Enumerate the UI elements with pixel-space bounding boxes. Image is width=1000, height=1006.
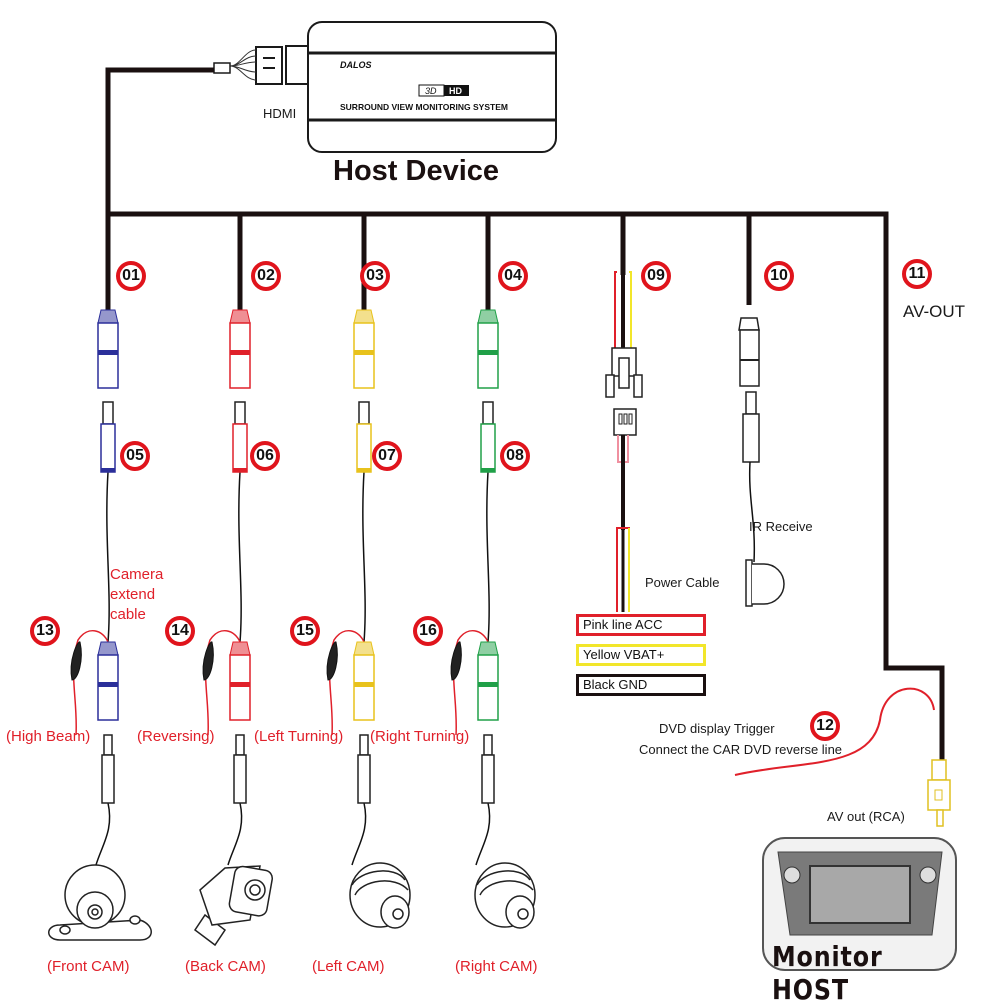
legend-gnd: Black GND (576, 674, 706, 696)
fuse-holder (202, 641, 214, 681)
plug-02 (229, 309, 251, 389)
badge-06: 06 (250, 441, 280, 471)
badge-03: 03 (360, 261, 390, 291)
back-cam-label: (Back CAM) (185, 958, 266, 975)
host-device (213, 21, 557, 153)
legend-acc: Pink line ACC (576, 614, 706, 636)
fuse-holder (326, 641, 338, 681)
dvd-reverse-line-label: Connect the CAR DVD reverse line (639, 742, 843, 757)
high-beam-label: (High Beam) (6, 728, 91, 745)
hdmi-label: HDMI (263, 106, 297, 121)
trigger-wire (72, 630, 109, 736)
host-3d-badge: 3D (425, 86, 437, 96)
socket-05 (100, 401, 116, 473)
trigger-wire (452, 630, 489, 736)
camera-cable (351, 802, 367, 866)
ir-receive-label: IR Receive (749, 519, 813, 534)
legend-vbat: Yellow VBAT+ (576, 644, 706, 666)
power-connector (605, 271, 643, 612)
camera-cable (227, 802, 243, 866)
extend-label-line: cable (110, 606, 146, 623)
badge-13: 13 (30, 616, 60, 646)
ir-receiver (738, 317, 785, 607)
trigger-plug-15 (353, 641, 375, 721)
front-cam (48, 864, 152, 941)
badge-15: 15 (290, 616, 320, 646)
back-cam (193, 865, 273, 947)
plug-03 (353, 309, 375, 389)
badge-12: 12 (810, 711, 840, 741)
badge-07: 07 (372, 441, 402, 471)
av-out-label: AV-OUT (903, 302, 966, 321)
monitor-host (762, 837, 957, 971)
plug-01 (97, 309, 119, 389)
trigger-wire (204, 630, 241, 736)
extend-cable (362, 471, 366, 643)
host-brand: DALOS (340, 60, 372, 70)
camera-socket (101, 734, 115, 804)
dvd-trigger-label: DVD display Trigger (659, 721, 775, 736)
connector-group (97, 309, 499, 804)
badge-05: 05 (120, 441, 150, 471)
right-turning-label: (Right Turning) (370, 728, 470, 745)
left-cam-label: (Left CAM) (312, 958, 385, 975)
rca-connector (734, 687, 951, 827)
camera-extend-cable-label: Camera extend cable (110, 565, 163, 625)
badge-14: 14 (165, 616, 195, 646)
trigger-plug-13 (97, 641, 119, 721)
fuse-holder (70, 641, 82, 681)
fuse-holder (450, 641, 462, 681)
camera-socket (357, 734, 371, 804)
extend-label-line: extend (110, 586, 156, 603)
host-hd-badge: HD (449, 86, 462, 96)
extend-cable (238, 471, 242, 643)
plug-04 (477, 309, 499, 389)
badge-16: 16 (413, 616, 443, 646)
camera-cable (95, 802, 111, 866)
camera-socket (481, 734, 495, 804)
extend-cable (486, 471, 490, 643)
badge-04: 04 (498, 261, 528, 291)
av-out-rca-label: AV out (RCA) (827, 809, 905, 824)
badge-09: 09 (641, 261, 671, 291)
extend-label-line: Camera (110, 566, 164, 583)
trigger-wire (328, 630, 365, 736)
camera-cable (475, 802, 491, 866)
right-cam-label: (Right CAM) (455, 958, 538, 975)
main-bus-cable (105, 67, 945, 760)
left-cam (349, 862, 411, 929)
socket-08 (480, 401, 496, 473)
front-cam-label: (Front CAM) (47, 958, 130, 975)
extend-cable (106, 471, 110, 643)
left-turning-label: (Left Turning) (254, 728, 344, 745)
reversing-label: (Reversing) (137, 728, 215, 745)
power-cable-label: Power Cable (645, 575, 720, 590)
trigger-plug-16 (477, 641, 499, 721)
badge-02: 02 (251, 261, 281, 291)
badge-11: 11 (902, 259, 932, 289)
badge-08: 08 (500, 441, 530, 471)
right-cam (474, 862, 536, 929)
host-product-name: SURROUND VIEW MONITORING SYSTEM (340, 102, 508, 112)
camera-cables (70, 471, 491, 866)
trigger-plug-14 (229, 641, 251, 721)
socket-07 (356, 401, 372, 473)
badge-01: 01 (116, 261, 146, 291)
socket-06 (232, 401, 248, 473)
host-device-title: Host Device (333, 155, 500, 187)
badge-10: 10 (764, 261, 794, 291)
camera-socket (233, 734, 247, 804)
monitor-host-label: Monitor HOST (772, 940, 883, 1006)
